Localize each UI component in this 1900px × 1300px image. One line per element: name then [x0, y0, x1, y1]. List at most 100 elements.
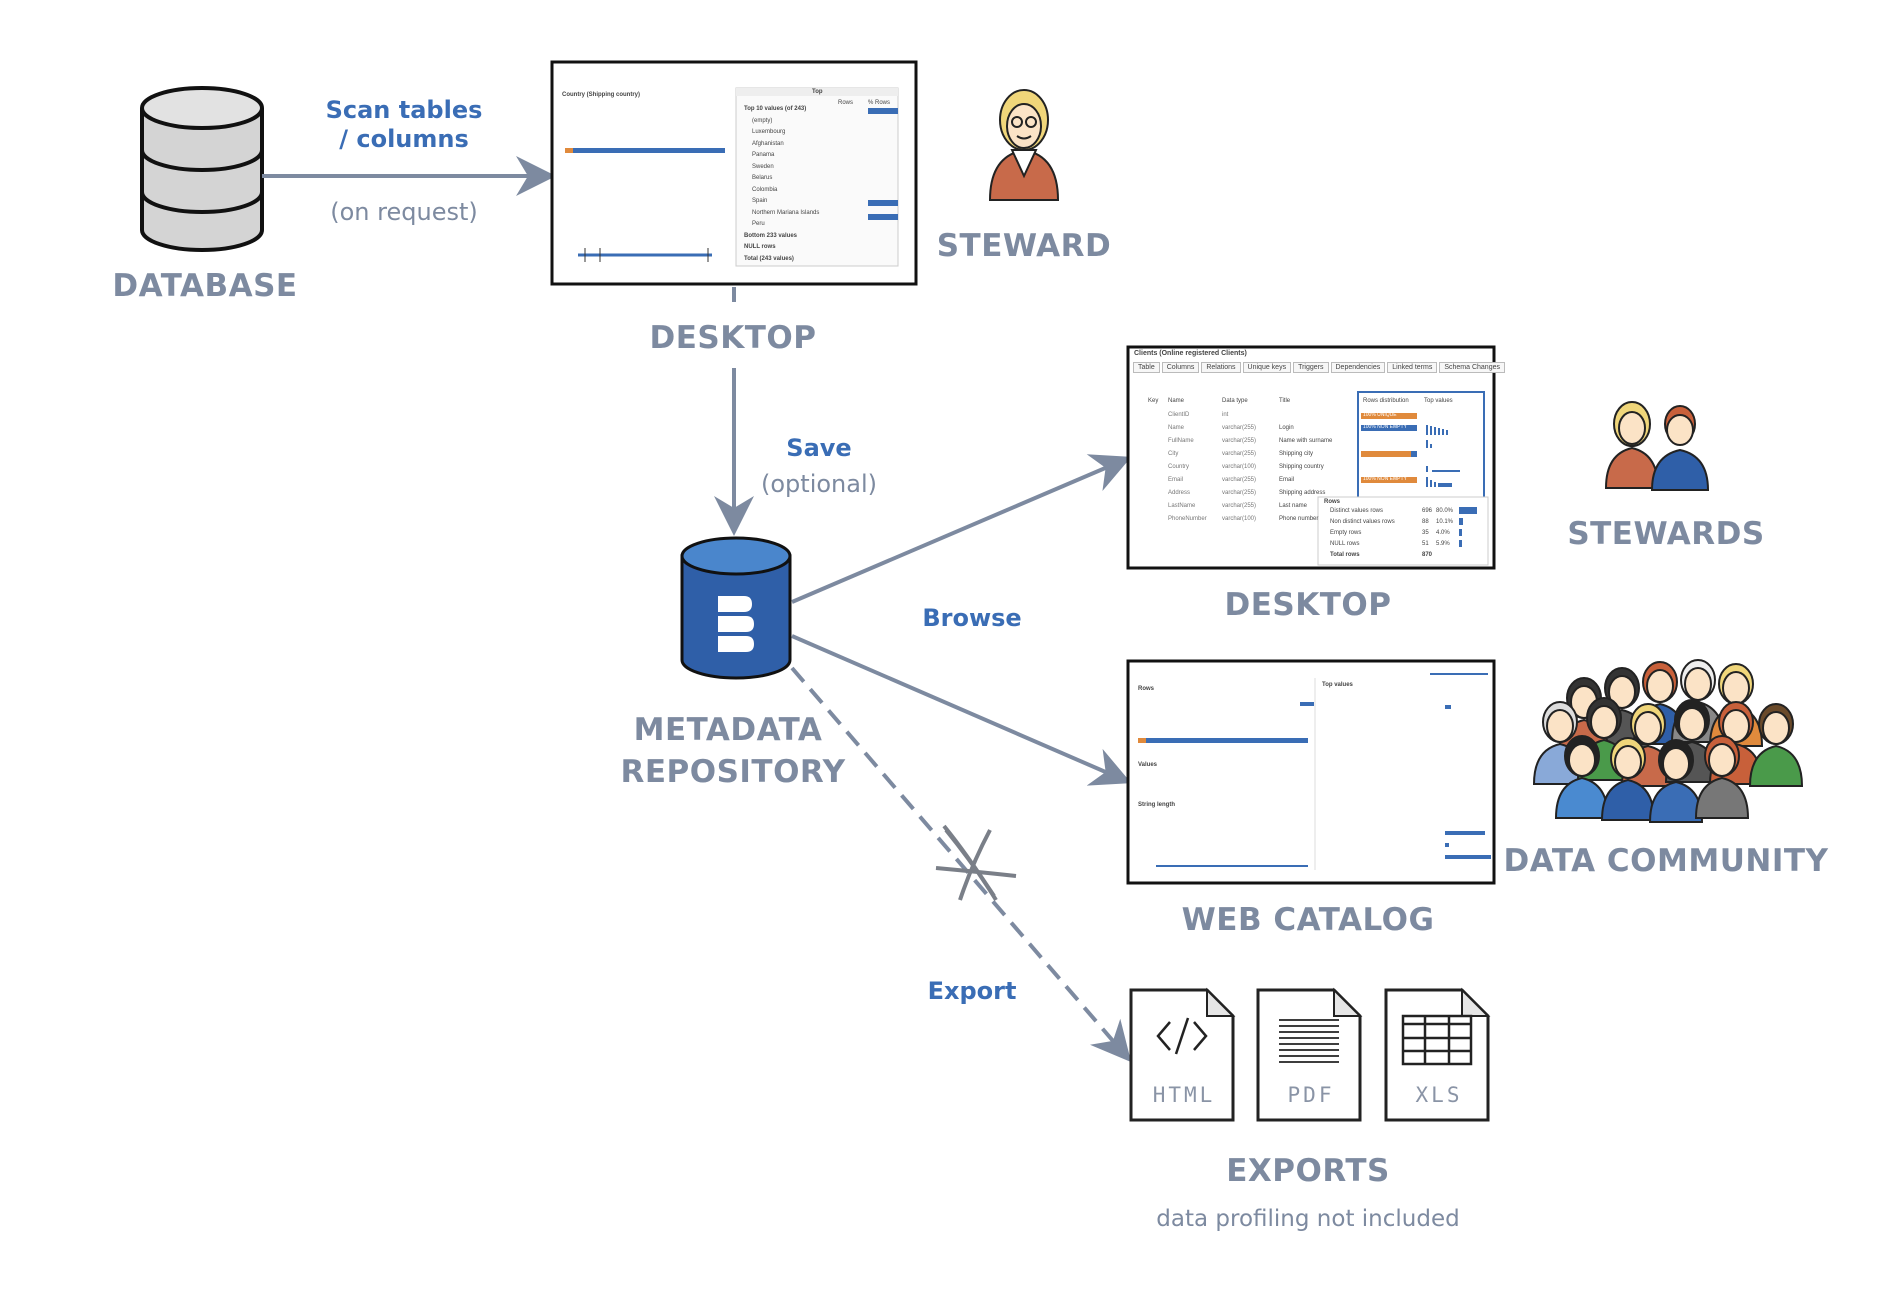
browse-label: Browse	[922, 604, 1022, 632]
desktop-right-popup-label: NULL rows	[1330, 541, 1360, 547]
desktop-right-col-type: varchar(255)	[1222, 490, 1257, 496]
desktop-right-col-title: Name with surname	[1279, 438, 1333, 444]
metadata-repository-icon	[680, 536, 792, 680]
desktop-right-popup-pct: 4.0%	[1436, 530, 1450, 536]
desktop-right-col-name: Address	[1168, 490, 1191, 496]
community-person	[1600, 737, 1656, 821]
desktop-right-popup-label: Distinct values rows	[1330, 508, 1384, 514]
export-doc-xls: XLS	[1384, 987, 1491, 1122]
desktop-right-col-type: varchar(255)	[1222, 438, 1257, 444]
desktop-top-row: Belarus	[752, 175, 773, 181]
desktop-right-col-title: Login	[1279, 425, 1294, 431]
desktop-right-popup-count: 696	[1422, 508, 1433, 514]
desktop-top-row: Northern Mariana Islands	[752, 209, 820, 216]
save-label: Save	[786, 434, 852, 462]
desktop-right-tab: Linked terms	[1387, 362, 1438, 373]
desktop-right-popup-count: 870	[1422, 552, 1433, 558]
web-catalog-label: WEB CATALOG	[1181, 902, 1435, 938]
steward-label: STEWARD	[936, 228, 1112, 264]
desktop-right-header: Rows distribution	[1363, 398, 1409, 404]
desktop-right-badge: 100% NON EMPTY	[1363, 424, 1407, 430]
desktop-right-col-name: Email	[1168, 477, 1184, 483]
desktop-top-row: Spain	[752, 198, 768, 204]
export-arrow	[790, 666, 1132, 1063]
metadata-label-line2: REPOSITORY	[620, 754, 846, 790]
desktop-right-col-type: varchar(100)	[1222, 516, 1257, 522]
browse-arrow-desktop	[791, 454, 1132, 604]
desktop-right-popup-pct: 10.1%	[1436, 519, 1454, 525]
community-person	[1648, 739, 1704, 823]
desktop-right-popup-pct: 80.0%	[1436, 508, 1454, 514]
desktop-right-col-title: Shipping city	[1279, 451, 1314, 457]
scan-label-line1: Scan tables	[325, 96, 483, 124]
exports-label: EXPORTS	[1226, 1153, 1390, 1189]
desktop-right-popup-count: 51	[1422, 541, 1429, 547]
desktop-top-row: Peru	[752, 221, 765, 227]
desktop-right-header: Data type	[1222, 398, 1248, 404]
desktop-top-row: Luxembourg	[752, 129, 786, 135]
export-doc-pdf: PDF	[1256, 987, 1363, 1122]
desktop-right-tab: Triggers	[1293, 362, 1329, 373]
html-code-icon	[1156, 1017, 1208, 1055]
desktop-top-row: Panama	[752, 152, 775, 158]
export-doc-html: HTML	[1129, 987, 1236, 1122]
web-top-title: Top values	[1322, 682, 1353, 688]
desktop-top-row: Top 10 values (of 243)	[744, 106, 807, 112]
stewards-people-icon	[1604, 401, 1710, 491]
desktop-top-col-rows: Rows	[838, 100, 854, 106]
steward-person-icon	[988, 89, 1060, 201]
web-catalog-screenshot	[1126, 659, 1496, 885]
desktop-top-row: Total (243 values)	[744, 255, 794, 262]
desktop-right-col-name: LastName	[1168, 503, 1196, 509]
desktop-right-popup-label: Total rows	[1330, 552, 1360, 558]
desktop-right-col-name: City	[1168, 451, 1179, 457]
desktop-right-col-title: Shipping country	[1279, 464, 1324, 470]
desktop-right-popup-pct: 5.9%	[1436, 541, 1450, 547]
exports-note-label: data profiling not included	[1156, 1206, 1460, 1232]
metadata-label-line1: METADATA	[633, 712, 823, 748]
desktop-right-col-type: varchar(100)	[1222, 464, 1257, 470]
desktop-right-tab: Table	[1133, 362, 1160, 373]
stewards-label: STEWARDS	[1567, 516, 1765, 552]
desktop-right-header: Name	[1168, 398, 1185, 404]
desktop-right-col-title: Email	[1279, 477, 1295, 483]
web-values-title: Values	[1138, 762, 1158, 768]
desktop-top-row: Afghanistan	[752, 140, 784, 147]
desktop-right-col-name: ClientID	[1168, 412, 1190, 418]
export-label: Export	[927, 977, 1017, 1005]
desktop-right-header: Key	[1148, 398, 1159, 404]
desktop-top-title: Country (Shipping country)	[562, 92, 640, 98]
desktop-top-label: DESKTOP	[649, 320, 817, 356]
desktop-right-popup-count: 35	[1422, 530, 1429, 536]
desktop-right-col-name: Name	[1168, 425, 1185, 431]
desktop-screenshot-top	[550, 60, 918, 286]
desktop-right-col-name: FullName	[1168, 438, 1194, 444]
desktop-right-badge: 100% NON EMPTY	[1363, 476, 1407, 482]
desktop-right-tab: Columns	[1161, 362, 1200, 373]
desktop-top-col-pct: % Rows	[868, 100, 891, 106]
desktop-right-col-name: PhoneNumber	[1168, 516, 1207, 522]
database-label: DATABASE	[112, 268, 298, 304]
scan-label-line2: / columns	[339, 125, 469, 153]
xls-grid-icon	[1401, 1014, 1473, 1066]
desktop-top-row: NULL rows	[744, 244, 776, 250]
database-icon	[140, 86, 264, 252]
data-community-crowd-icon	[1532, 659, 1804, 823]
web-rows-title: Rows	[1138, 686, 1155, 692]
export-doc-label: XLS	[1416, 1083, 1463, 1107]
desktop-right-badge: 100% UNIQUE	[1363, 412, 1397, 418]
desktop-top-row: (empty)	[752, 117, 773, 124]
desktop-right-header: Title	[1279, 398, 1291, 404]
community-person	[1748, 703, 1804, 787]
export-doc-label: PDF	[1288, 1083, 1335, 1107]
desktop-right-title: Clients (Online registered Clients)	[1134, 350, 1247, 357]
desktop-top-row: Bottom 233 values	[744, 232, 798, 239]
desktop-right-col-type: int	[1222, 412, 1229, 418]
desktop-right-tab: Dependencies	[1330, 362, 1386, 373]
desktop-top-row: Sweden	[752, 163, 774, 170]
on-request-label: (on request)	[330, 198, 478, 226]
desktop-right-popup-label: Empty rows	[1330, 530, 1362, 536]
community-person	[1694, 735, 1750, 819]
desktop-right-popup-label: Non distinct values rows	[1330, 519, 1395, 525]
